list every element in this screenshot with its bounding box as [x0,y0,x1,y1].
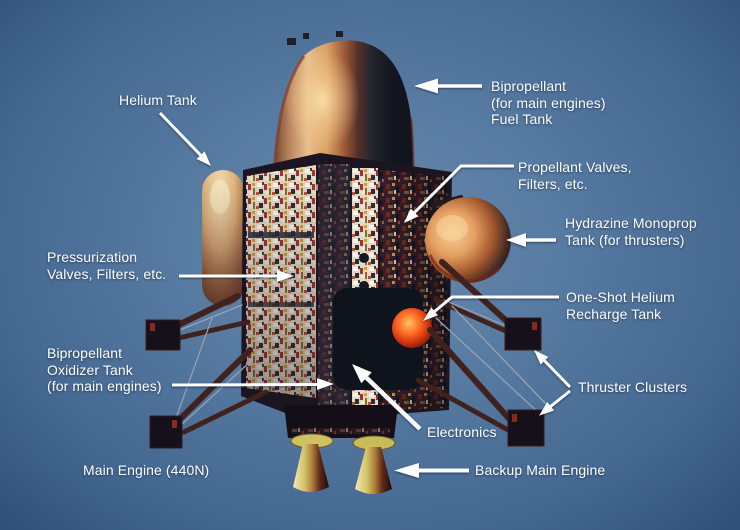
dome-fitting [336,31,343,37]
label-backup-main-engine: Backup Main Engine [475,462,606,478]
dome-fitting [287,38,296,45]
thruster-clusters-arrow-upper [534,350,572,389]
thruster-cluster-left-lower [149,415,183,449]
electronics-arrow [352,364,422,431]
label-one-shot-helium: One-Shot Helium Recharge Tank [566,289,675,322]
label-electronics: Electronics [427,424,497,440]
label-oxidizer-tank: Bipropellant Oxidizer Tank (for main eng… [47,345,162,394]
dome-fitting [303,33,309,39]
label-thruster-clusters: Thruster Clusters [578,379,688,395]
engine-assembly [284,405,398,494]
label-hydrazine-tank: Hydrazine Monoprop Tank (for thrusters) [565,215,697,248]
label-fuel-tank: Bipropellant (for main engines) Fuel Tan… [491,78,606,127]
hydrazine-tank [425,194,511,283]
helium-tank [202,170,244,306]
hydrazine-tank-arrow [506,233,556,247]
callout-arrows [158,78,572,478]
one-shot-helium-arrow [423,295,559,321]
helium-tank-arrow [158,111,211,166]
label-main-engine: Main Engine (440N) [83,462,210,478]
pressurization-valves-arrow [179,270,294,282]
recharge-tank [392,308,432,348]
oxidizer-tank-arrow [171,378,334,390]
landing-legs-right [415,259,547,447]
label-helium-tank: Helium Tank [119,92,197,108]
label-pressurization-valves: Pressurization Valves, Filters, etc. [47,249,167,282]
backup-main-engine-arrow [394,463,469,478]
landing-legs-left [145,293,269,449]
thruster-clusters-arrow-lower [539,389,571,416]
label-propellant-valves: Propellant Valves, Filters, etc. [518,159,632,192]
propellant-valves-arrow [404,164,514,223]
main-engine-bell [293,444,329,492]
fuel-tank-arrow [414,78,482,94]
backup-engine-bell [355,447,392,494]
